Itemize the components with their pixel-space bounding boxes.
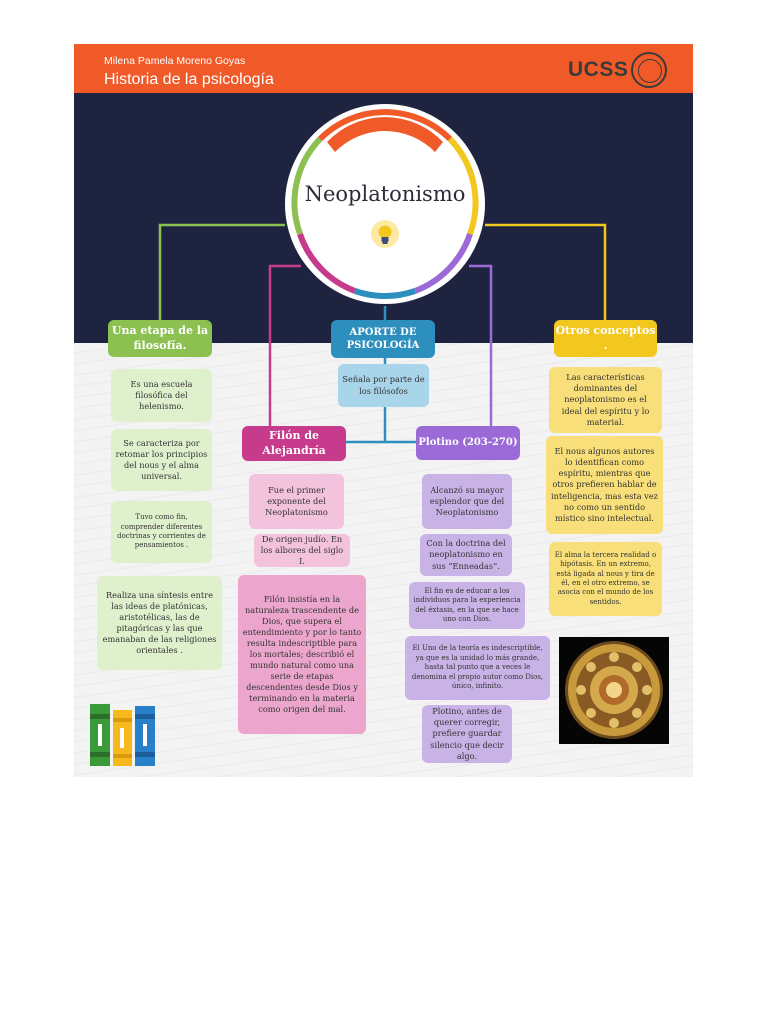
circle-ring [291, 109, 479, 300]
books-icon [90, 704, 155, 766]
central-title: Neoplatonismo [304, 182, 466, 206]
etapa-note-1: Es una escuela filosófica del helenismo. [111, 369, 212, 422]
filon-note-3: Filón insistía en la naturaleza trascend… [238, 575, 366, 734]
branch-filon-header: Filón de Alejandría [242, 426, 346, 461]
plotino-note-3: El fin es de educar a los individuos par… [409, 582, 525, 629]
header-bar: Milena Pamela Moreno Goyas Historia de l… [74, 44, 693, 93]
aporte-note: Señala por parte de los filósofos [338, 364, 429, 407]
etapa-note-2: Se caracteriza por retomar los principio… [111, 429, 212, 491]
otros-note-2: El nous algunos autores lo identifican c… [546, 436, 663, 534]
plotino-note-1: Alcanzó su mayor esplendor que del Neopl… [422, 474, 512, 529]
filon-note-2: De origen judío. En los albores del sigl… [254, 534, 350, 567]
branch-otros-header: Otros conceptos . [554, 320, 657, 357]
branch-aporte-header: APORTE DE PSICOLOGÍA [331, 320, 435, 358]
plotino-note-5: Plotino, antes de querer corregir, prefi… [422, 705, 512, 763]
otros-note-1: Las características dominantes del neopl… [549, 367, 662, 433]
etapa-note-4: Realiza una síntesis entre las ideas de … [97, 576, 222, 670]
course-title: Historia de la psicología [104, 71, 274, 88]
university-seal-icon [631, 52, 667, 88]
plotino-note-2: Con la doctrina del neoplatonismo en sus… [420, 534, 512, 576]
ucss-logo: UCSS [568, 58, 629, 81]
author-name: Milena Pamela Moreno Goyas [104, 55, 246, 67]
branch-plotino-header: Plotino (203-270) [416, 426, 520, 460]
filon-note-1: Fue el primer exponente del Neoplatonism… [249, 474, 344, 529]
etapa-note-3: Tuvo como fin, comprender diferentes doc… [111, 501, 212, 563]
central-topic: Neoplatonismo [285, 104, 485, 304]
plotino-note-4: El Uno de la teoría es indescriptible, y… [405, 636, 550, 700]
mind-map-poster: Milena Pamela Moreno Goyas Historia de l… [74, 44, 693, 777]
otros-note-3: El alma la tercera realidad o hipótasis.… [549, 542, 662, 616]
lightbulb-icon [371, 220, 399, 248]
branch-etapa-header: Una etapa de la filosofía. [108, 320, 212, 357]
ceiling-fresco-image [559, 637, 669, 744]
